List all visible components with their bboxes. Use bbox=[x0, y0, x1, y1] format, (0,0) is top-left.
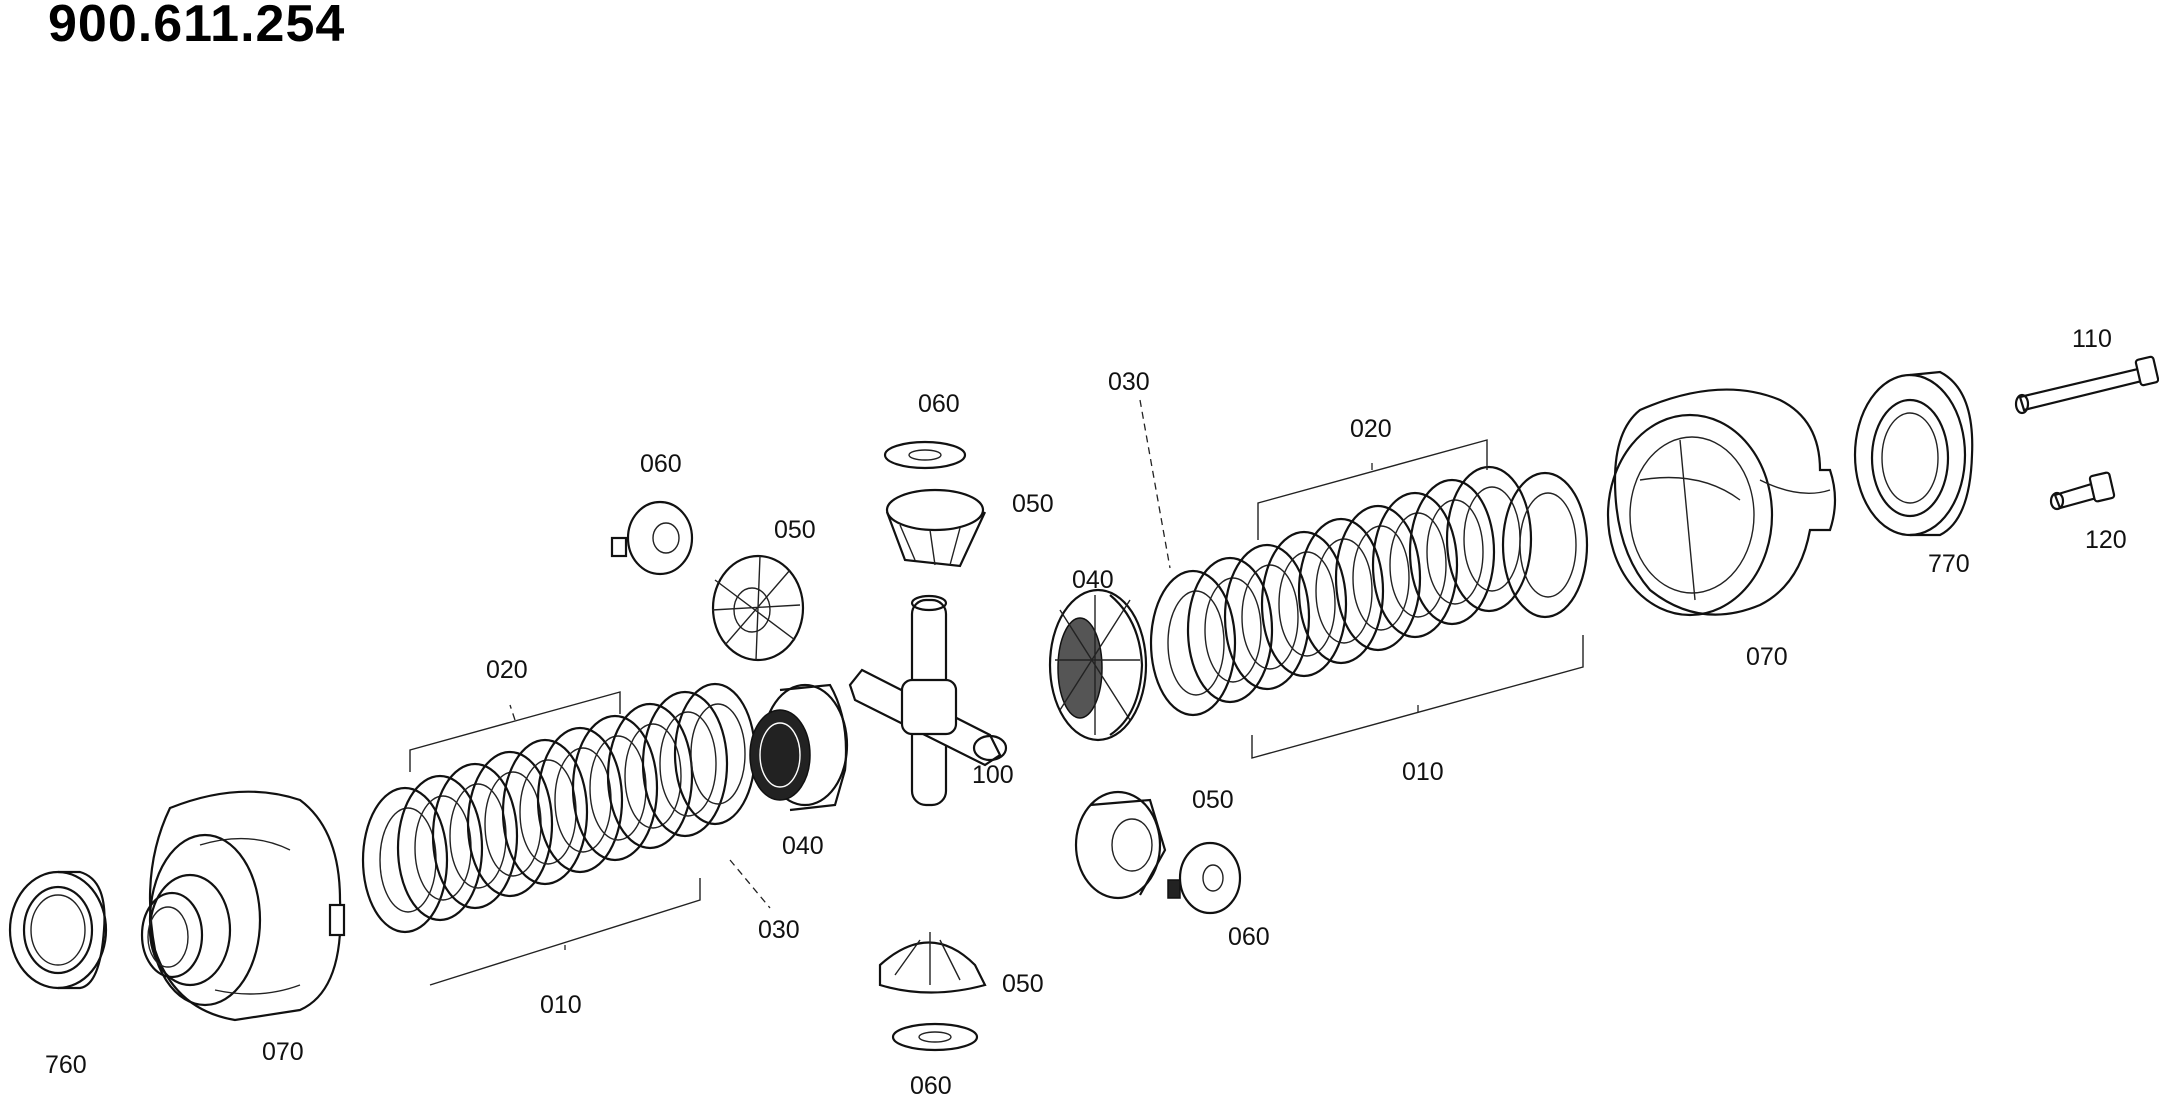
label-030-upper: 030 bbox=[1108, 368, 1150, 396]
part-060-thrust-washer-upper-left[interactable] bbox=[610, 500, 694, 576]
part-770-bearing[interactable] bbox=[1853, 370, 1974, 537]
label-060-lower-right: 060 bbox=[1228, 923, 1270, 951]
label-010-left: 010 bbox=[540, 991, 582, 1019]
label-040-upper: 040 bbox=[1072, 566, 1114, 594]
page-title: 900.611.254 bbox=[48, 0, 346, 53]
label-050-lower-right: 050 bbox=[1192, 786, 1234, 814]
part-010-020-disc-pack-left[interactable] bbox=[361, 682, 757, 934]
part-010-020-disc-pack-right[interactable] bbox=[1149, 465, 1589, 717]
part-050-bevel-pinion-lower-right[interactable] bbox=[1074, 790, 1167, 900]
label-110: 110 bbox=[2072, 325, 2112, 353]
part-070-housing-right[interactable] bbox=[1606, 388, 1837, 617]
part-110-bolt-long[interactable] bbox=[2014, 355, 2159, 415]
part-050-bevel-pinion-upper-left[interactable] bbox=[711, 554, 805, 662]
part-100-spider-cross[interactable] bbox=[848, 594, 1008, 807]
callout-labels: 060 050 060 050 030 040 020 010 070 770 … bbox=[45, 325, 2127, 1094]
label-040-lower: 040 bbox=[782, 832, 824, 860]
part-050-bevel-pinion-top-center[interactable] bbox=[885, 488, 986, 568]
label-100: 100 bbox=[972, 761, 1014, 789]
part-070-housing-left[interactable] bbox=[140, 790, 346, 1022]
part-060-thrust-washer-lower-right[interactable] bbox=[1167, 841, 1242, 915]
part-060-thrust-washer-top-center[interactable] bbox=[883, 440, 967, 470]
part-760-bearing[interactable] bbox=[8, 870, 108, 990]
label-050-upper-left: 050 bbox=[774, 516, 816, 544]
label-070-left: 070 bbox=[262, 1038, 304, 1066]
label-120: 120 bbox=[2085, 526, 2127, 554]
part-050-bevel-pinion-bottom[interactable] bbox=[878, 932, 987, 994]
leader-lines bbox=[409, 399, 1584, 986]
part-040-side-gear-right[interactable] bbox=[1048, 588, 1148, 742]
label-060-upper-left: 060 bbox=[640, 450, 682, 478]
label-060-top-center: 060 bbox=[918, 390, 960, 418]
label-770: 770 bbox=[1928, 550, 1970, 578]
label-050-top-center: 050 bbox=[1012, 490, 1054, 518]
label-760: 760 bbox=[45, 1051, 87, 1079]
label-070-right: 070 bbox=[1746, 643, 1788, 671]
label-060-bottom: 060 bbox=[910, 1072, 952, 1094]
label-020-left: 020 bbox=[486, 656, 528, 684]
label-050-bottom: 050 bbox=[1002, 970, 1044, 998]
part-060-thrust-washer-bottom[interactable] bbox=[891, 1022, 979, 1052]
label-030-lower: 030 bbox=[758, 916, 800, 944]
label-020-right: 020 bbox=[1350, 415, 1392, 443]
part-120-bolt-short[interactable] bbox=[2049, 471, 2116, 511]
part-040-side-gear-left[interactable] bbox=[749, 683, 849, 812]
label-010-right: 010 bbox=[1402, 758, 1444, 786]
